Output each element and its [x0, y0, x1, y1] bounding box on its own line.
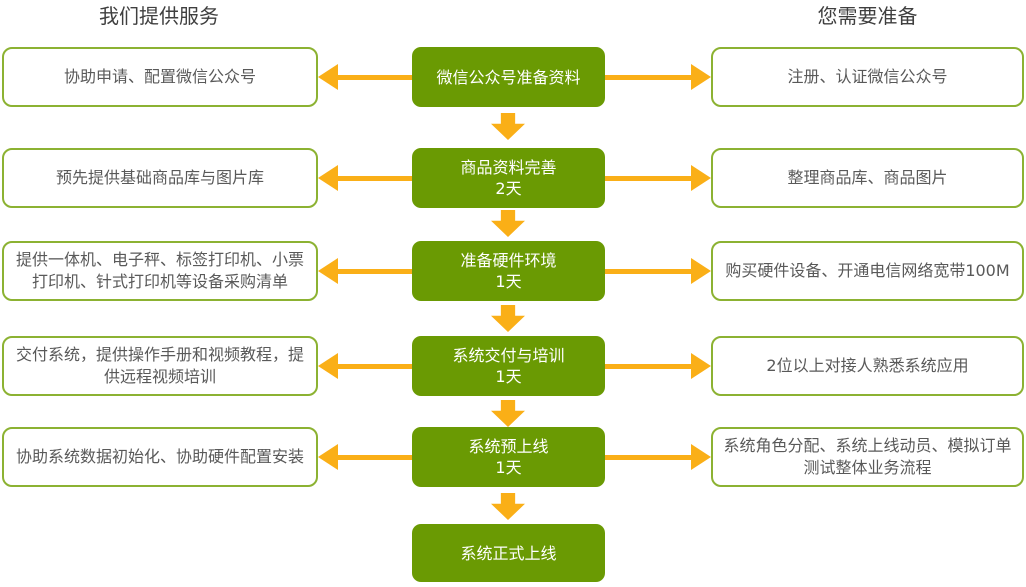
arrowhead-icon	[318, 64, 338, 90]
arrow-shaft	[332, 75, 412, 80]
right-arrow-icon	[605, 353, 711, 379]
arrow-shaft	[332, 269, 412, 274]
right-arrow-icon	[605, 165, 711, 191]
service-box-initialization: 协助系统数据初始化、协助硬件配置安装	[2, 427, 318, 487]
arrowhead-icon	[318, 444, 338, 470]
left-arrow-icon	[318, 165, 412, 191]
left-arrow-icon	[318, 64, 412, 90]
service-box-delivery-training: 交付系统，提供操作手册和视频教程，提供远程视频培训	[2, 336, 318, 396]
arrowhead-icon	[318, 165, 338, 191]
down-arrow-icon	[491, 305, 525, 332]
arrowhead-icon	[318, 353, 338, 379]
arrowhead-icon	[691, 258, 711, 284]
preparation-box-wechat: 注册、认证微信公众号	[711, 47, 1024, 107]
arrow-shaft	[332, 455, 412, 460]
arrow-shaft	[605, 455, 697, 460]
down-arrow-icon	[491, 210, 525, 237]
arrow-shaft	[605, 176, 697, 181]
right-arrow-icon	[605, 444, 711, 470]
step-duration: 1天	[495, 367, 522, 386]
right-arrow-icon	[605, 64, 711, 90]
down-arrow-icon	[491, 400, 525, 427]
arrow-shaft	[332, 176, 412, 181]
arrowhead-icon	[691, 64, 711, 90]
preparation-box-hardware: 购买硬件设备、开通电信网络宽带100M	[711, 241, 1024, 301]
step-box-delivery-training: 系统交付与培训 1天	[412, 336, 605, 396]
preparation-box-product-data: 整理商品库、商品图片	[711, 148, 1024, 208]
step-title: 准备硬件环境	[460, 251, 557, 270]
step-duration: 1天	[495, 272, 522, 291]
step-title: 商品资料完善	[460, 158, 557, 177]
step-duration: 1天	[495, 458, 522, 477]
arrowhead-icon	[691, 444, 711, 470]
right-column-header: 您需要准备	[817, 4, 918, 28]
arrow-shaft	[605, 269, 697, 274]
step-box-hardware: 准备硬件环境 1天	[412, 241, 605, 301]
step-title: 系统正式上线	[460, 543, 557, 563]
preparation-box-pre-launch: 系统角色分配、系统上线动员、模拟订单测试整体业务流程	[711, 427, 1024, 487]
down-arrow-icon	[491, 113, 525, 140]
arrow-shaft	[605, 75, 697, 80]
left-arrow-icon	[318, 258, 412, 284]
left-column-header: 我们提供服务	[99, 4, 219, 28]
service-box-hardware-list: 提供一体机、电子秤、标签打印机、小票打印机、针式打印机等设备采购清单	[2, 241, 318, 301]
right-arrow-icon	[605, 258, 711, 284]
service-box-wechat: 协助申请、配置微信公众号	[2, 47, 318, 107]
arrowhead-icon	[691, 165, 711, 191]
step-box-wechat-materials: 微信公众号准备资料	[412, 47, 605, 107]
step-title: 系统预上线	[468, 437, 549, 456]
arrow-shaft	[605, 364, 697, 369]
step-title: 系统交付与培训	[452, 346, 565, 365]
step-duration: 2天	[495, 179, 522, 198]
left-arrow-icon	[318, 444, 412, 470]
left-arrow-icon	[318, 353, 412, 379]
arrow-shaft	[332, 364, 412, 369]
step-box-official-launch: 系统正式上线	[412, 524, 605, 582]
step-box-pre-launch: 系统预上线 1天	[412, 427, 605, 487]
down-arrow-icon	[491, 493, 525, 520]
step-box-product-data: 商品资料完善 2天	[412, 148, 605, 208]
arrowhead-icon	[318, 258, 338, 284]
service-box-product-library: 预先提供基础商品库与图片库	[2, 148, 318, 208]
preparation-box-training: 2位以上对接人熟悉系统应用	[711, 336, 1024, 396]
step-title: 微信公众号准备资料	[436, 67, 581, 87]
arrowhead-icon	[691, 353, 711, 379]
